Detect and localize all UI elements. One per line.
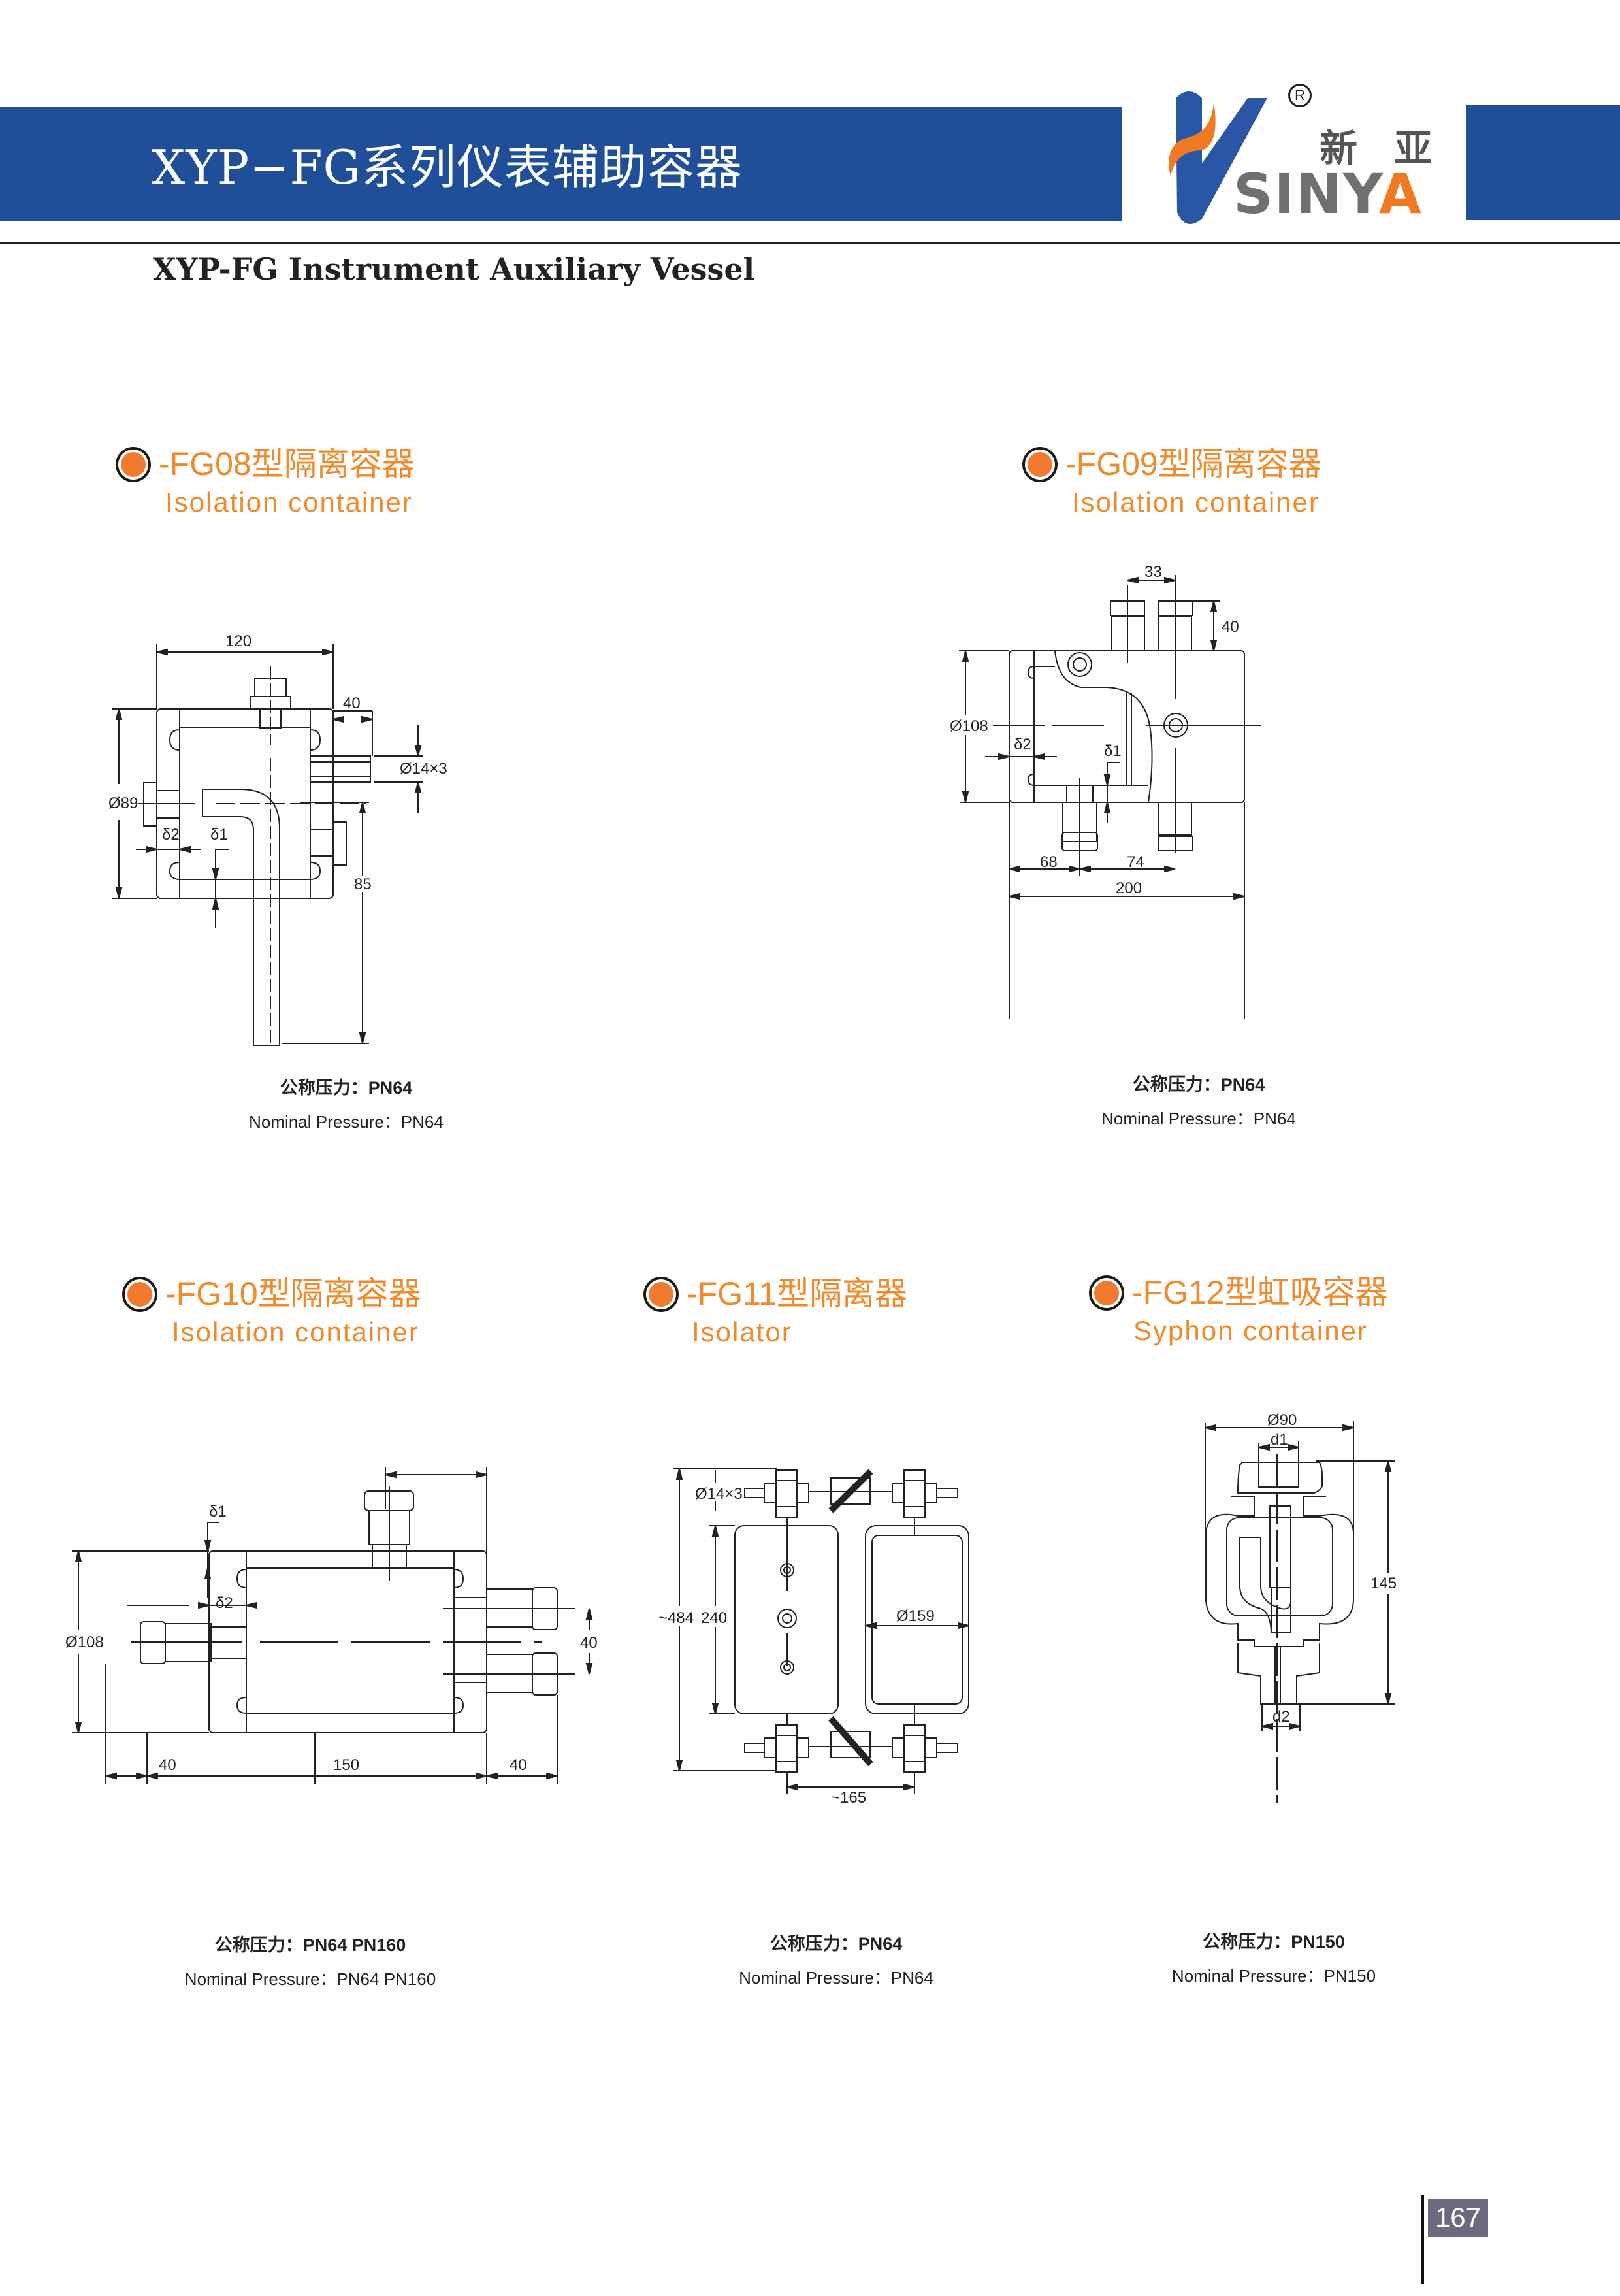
logo-name-en-accent: A (1378, 162, 1423, 226)
model-name-cn: -FG10型隔离容器 (165, 1275, 421, 1312)
logo-name-en-main: SINY (1233, 162, 1379, 226)
model-name-en: Isolation container (172, 1317, 419, 1347)
pressure-cn: 公称压力：PN150 (1203, 1932, 1345, 1952)
dim-delta2: δ2 (216, 1594, 233, 1612)
model-name-cn: -FG11型隔离器 (687, 1275, 907, 1312)
pressure-en: Nominal Pressure：PN64 (249, 1112, 444, 1132)
dim-delta2: δ2 (162, 826, 180, 844)
header-divider (0, 242, 1620, 244)
dim-total-height: ~484 (658, 1609, 694, 1627)
dim-width: 120 (225, 632, 252, 650)
pressure-fg09: 公称压力：PN64 Nominal Pressure：PN64 (1068, 1072, 1329, 1132)
pressure-en: Nominal Pressure：PN150 (1171, 1966, 1376, 1986)
model-name-cn: -FG08型隔离容器 (159, 446, 415, 482)
pressure-cn: 公称压力：PN64 (770, 1934, 903, 1954)
bullet-icon (127, 1282, 152, 1307)
pressure-fg08: 公称压力：PN64 Nominal Pressure：PN64 (216, 1075, 477, 1135)
dim-body-diameter: Ø159 (896, 1607, 935, 1625)
dim-delta1: δ1 (210, 826, 228, 844)
pressure-fg10: 公称压力：PN64 PN160 Nominal Pressure：PN64 PN… (167, 1932, 454, 1992)
pressure-en: Nominal Pressure：PN64 PN160 (184, 1969, 436, 1989)
page-number: 167 (1428, 2199, 1488, 2237)
page-title-cn: XYP−FG系列仪表辅助容器 (152, 140, 743, 195)
model-name-en: Syphon container (1133, 1315, 1368, 1346)
bullet-icon (649, 1282, 673, 1307)
drawing-fg12: Ø90 d1 145 d2 (1163, 1405, 1424, 1849)
dim-pipe-diameter: Ø14×3 (400, 760, 447, 778)
dim-d1: d1 (1271, 1431, 1288, 1449)
drawing-fg09: 33 40 Ø108 68 74 200 δ2 δ1 (941, 562, 1411, 1032)
drawing-fg11: Ø14×3 ~484 240 Ø159 ~165 (653, 1451, 1058, 1843)
dim-depth: 85 (354, 876, 372, 893)
pressure-fg11: 公称压力：PN64 Nominal Pressure：PN64 (705, 1931, 967, 1991)
model-name-en: Isolator (692, 1317, 792, 1347)
pressure-cn: 公称压力：PN64 (280, 1078, 413, 1098)
bullet-icon (1028, 452, 1052, 477)
sinya-logo: R 新 亚 SINYA (1150, 78, 1450, 229)
drawing-fg10: Ø108 40 40 150 40 δ2 δ1 (52, 1451, 614, 1843)
page-marker-bar (1421, 2195, 1424, 2284)
model-name-en: Isolation container (1072, 487, 1320, 517)
dim-spacing: 40 (580, 1634, 598, 1652)
dim-body: 150 (333, 1756, 360, 1774)
drawing-fg08: 120 40 Ø14×3 Ø89 85 δ2 δ1 (105, 627, 705, 1046)
pressure-en: Nominal Pressure：PN64 (1101, 1109, 1296, 1128)
dim-height: 145 (1370, 1575, 1397, 1592)
dim-pipe-diameter: Ø14×3 (695, 1485, 743, 1503)
dim-height: 40 (1222, 618, 1239, 636)
pressure-fg12: 公称压力：PN150 Nominal Pressure：PN150 (1143, 1929, 1404, 1989)
dim-spacing: ~165 (831, 1789, 867, 1807)
dim-pipe-length: 40 (343, 695, 361, 712)
bullet-icon (1094, 1281, 1119, 1305)
logo-name-cn: 新 亚 (1320, 126, 1444, 171)
logo-mark-icon (1169, 91, 1267, 224)
header-banner (0, 107, 1122, 221)
dim-total: 200 (1116, 879, 1142, 897)
dim-delta1: δ1 (1104, 742, 1122, 760)
dim-delta1: δ1 (209, 1503, 227, 1520)
pressure-cn: 公称压力：PN64 (1132, 1075, 1265, 1094)
pressure-cn: 公称压力：PN64 PN160 (214, 1935, 406, 1955)
dim-diameter: Ø90 (1267, 1411, 1297, 1429)
pressure-en: Nominal Pressure：PN64 (739, 1968, 933, 1988)
registered-mark-icon: R (1288, 84, 1312, 107)
dim-d2: d2 (1272, 1708, 1290, 1726)
dim-delta2: δ2 (1014, 736, 1031, 753)
dim-diameter: Ø108 (65, 1633, 104, 1651)
dim-left: 40 (159, 1756, 176, 1774)
page-title-en: XYP-FG Instrument Auxiliary Vessel (153, 252, 755, 287)
dim-spacing: 33 (1144, 563, 1162, 581)
logo-name-en: SINYA (1233, 162, 1423, 226)
header-banner-right (1466, 105, 1620, 220)
dim-diameter: Ø89 (108, 795, 138, 812)
dim-mid: 74 (1127, 853, 1144, 871)
model-name-cn: -FG09型隔离容器 (1065, 446, 1321, 482)
dim-left: 68 (1040, 853, 1058, 871)
dim-body-height: 240 (701, 1609, 728, 1627)
model-name-en: Isolation container (165, 487, 413, 517)
model-name-cn: -FG12型虹吸容器 (1132, 1274, 1388, 1311)
bullet-icon (121, 452, 146, 477)
dim-right: 40 (510, 1756, 527, 1774)
dim-diameter: Ø108 (950, 717, 988, 735)
